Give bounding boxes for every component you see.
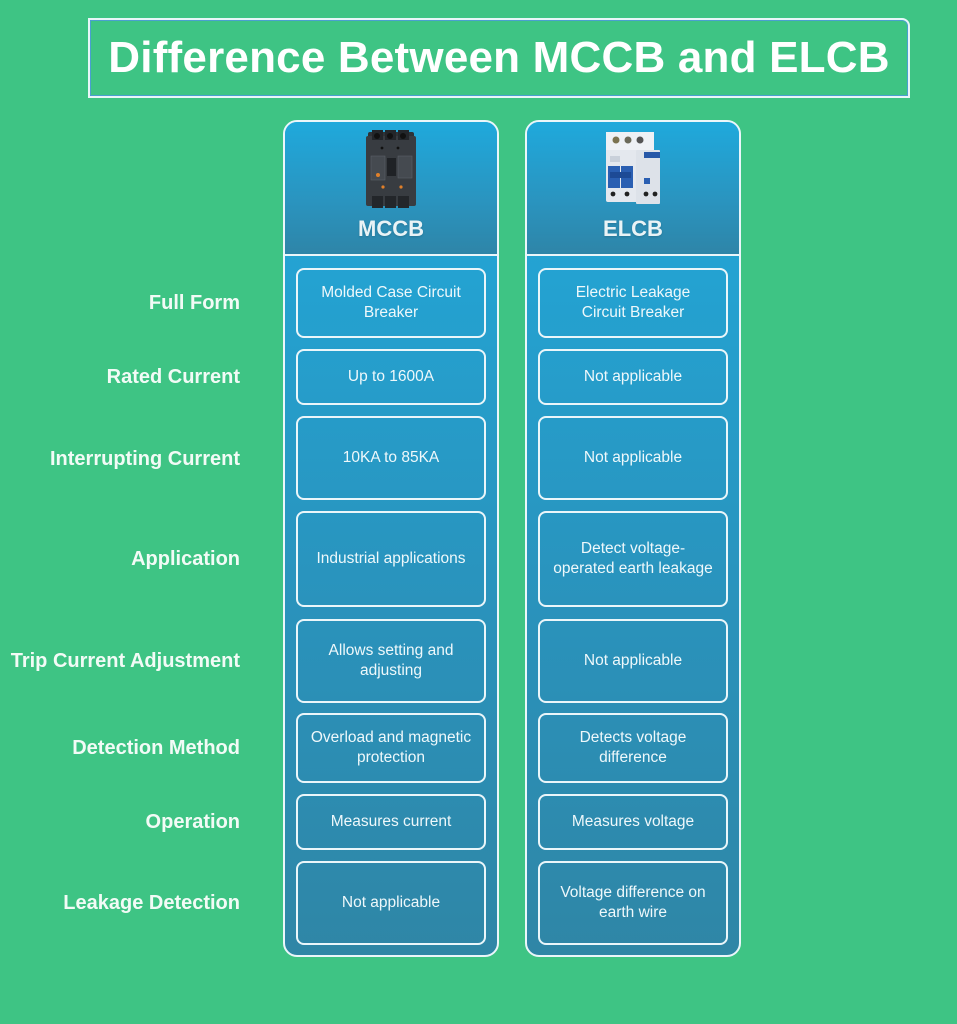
row-label-rated-current: Rated Current	[106, 366, 240, 388]
elcb-application-cell: Detect voltage-operated earth leakage	[538, 511, 728, 607]
mccb-column: MCCB Molded Case Circuit Breaker Up to 1…	[283, 120, 499, 957]
mccb-trip-current-adjustment-cell: Allows setting and adjusting	[296, 619, 486, 703]
row-label-detection-method: Detection Method	[72, 737, 240, 759]
elcb-title: ELCB	[603, 216, 663, 241]
elcb-interrupting-current-cell: Not applicable	[538, 416, 728, 500]
row-label-full-form: Full Form	[148, 292, 240, 314]
elcb-full-form-cell: Electric Leakage Circuit Breaker	[538, 268, 728, 338]
elcb-trip-current-adjustment-cell: Not applicable	[538, 619, 728, 703]
mccb-detection-method-cell: Overload and magnetic protection	[296, 713, 486, 783]
elcb-column: ELCB Electric Leakage Circuit Breaker No…	[525, 120, 741, 957]
elcb-header: ELCB	[527, 122, 739, 256]
row-label-operation: Operation	[145, 811, 240, 833]
row-label-application: Application	[131, 548, 240, 570]
mccb-application-cell: Industrial applications	[296, 511, 486, 607]
elcb-detection-method-cell: Detects voltage difference	[538, 713, 728, 783]
row-label-interrupting-current: Interrupting Current	[50, 447, 240, 470]
elcb-leakage-detection-cell: Voltage difference on earth wire	[538, 861, 728, 945]
mccb-operation-cell: Measures current	[296, 794, 486, 850]
mccb-header: MCCB	[285, 122, 497, 256]
elcb-rated-current-cell: Not applicable	[538, 349, 728, 405]
mccb-interrupting-current-cell: 10KA to 85KA	[296, 416, 486, 500]
page-title: Difference Between MCCB and ELCB	[108, 33, 890, 82]
title-banner: Difference Between MCCB and ELCB	[88, 18, 910, 98]
mccb-rated-current-cell: Up to 1600A	[296, 349, 486, 405]
elcb-breaker-image	[606, 132, 660, 204]
mccb-full-form-cell: Molded Case Circuit Breaker	[296, 268, 486, 338]
elcb-operation-cell: Measures voltage	[538, 794, 728, 850]
row-label-trip-current-adjustment: Trip Current Adjustment	[10, 649, 240, 672]
mccb-title: MCCB	[358, 216, 424, 241]
mccb-breaker-image	[366, 130, 416, 208]
mccb-leakage-detection-cell: Not applicable	[296, 861, 486, 945]
row-label-leakage-detection: Leakage Detection	[63, 891, 240, 914]
